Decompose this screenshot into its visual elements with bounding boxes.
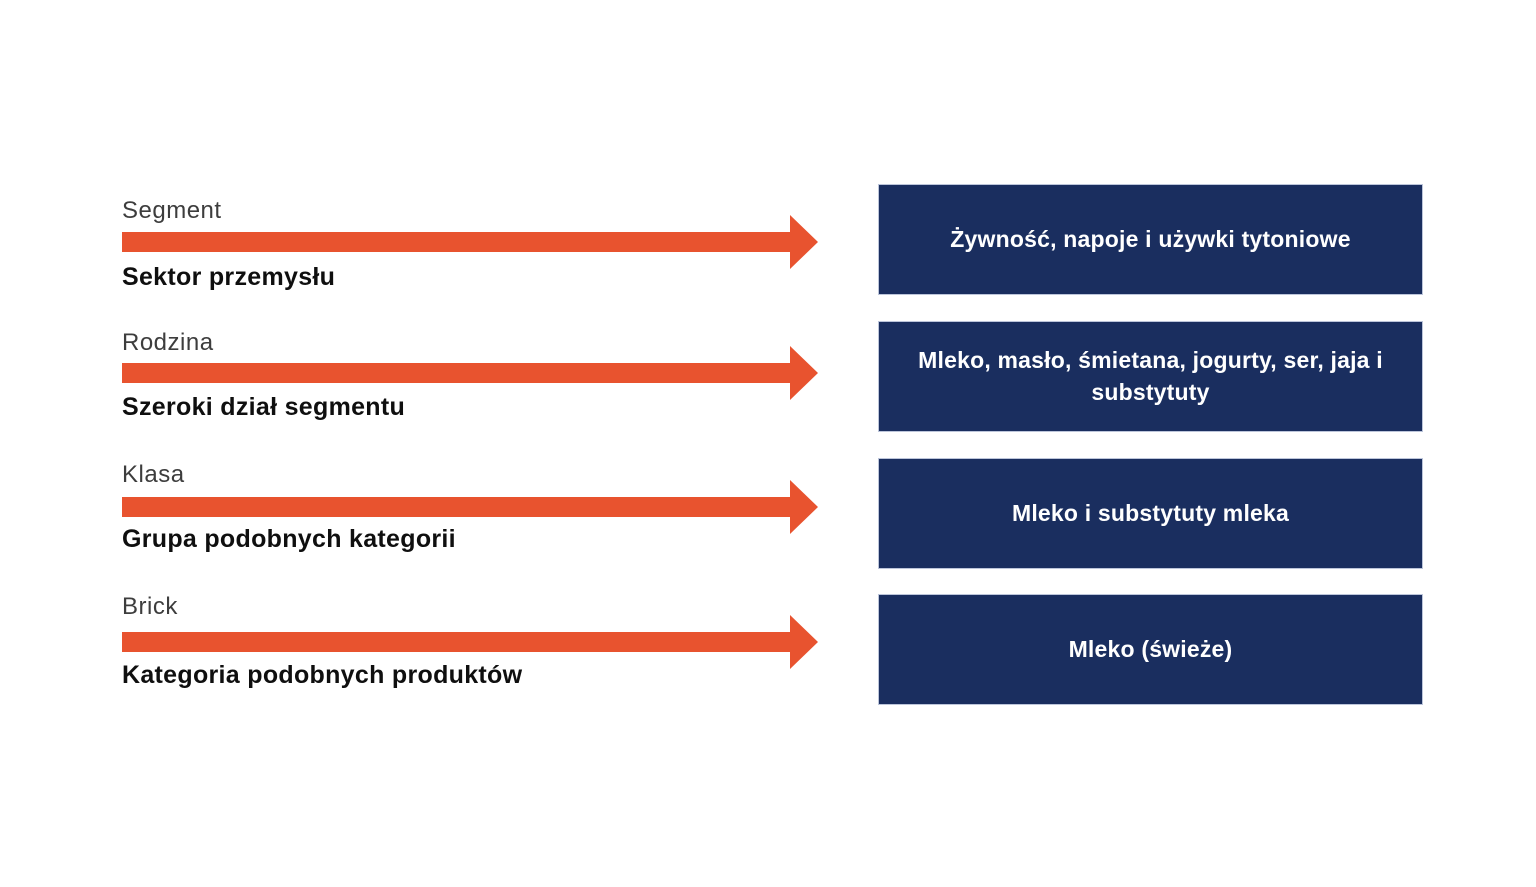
arrow-head — [790, 615, 818, 669]
arrow-head — [790, 346, 818, 400]
arrow-head — [790, 215, 818, 269]
level-definition-label: Grupa podobnych kategorii — [122, 525, 456, 553]
level-example-box: Mleko i substytuty mleka — [878, 458, 1423, 569]
right-arrow-icon — [122, 615, 818, 669]
right-arrow-icon — [122, 215, 818, 269]
level-example-box: Żywność, napoje i używki tytoniowe — [878, 184, 1423, 295]
right-arrow-icon — [122, 480, 818, 534]
level-example-box: Mleko, masło, śmietana, jogurty, ser, ja… — [878, 321, 1423, 432]
level-example-box: Mleko (świeże) — [878, 594, 1423, 705]
arrow-shaft — [122, 363, 790, 383]
arrow-shaft — [122, 232, 790, 252]
level-name-label: Brick — [122, 593, 178, 620]
level-name-label: Klasa — [122, 461, 185, 488]
level-example-text: Mleko (świeże) — [1068, 635, 1233, 662]
arrow-shaft — [122, 632, 790, 652]
level-name-label: Segment — [122, 197, 222, 224]
level-example-text: Mleko, masło, śmietana, jogurty, ser, ja… — [918, 347, 1383, 405]
level-example-text: Mleko i substytuty mleka — [1011, 499, 1290, 526]
level-definition-label: Sektor przemysłu — [122, 263, 336, 291]
arrow-head — [790, 480, 818, 534]
level-definition-label: Szeroki dział segmentu — [122, 393, 406, 421]
arrow-shaft — [122, 497, 790, 517]
level-definition-label: Kategoria podobnych produktów — [122, 661, 523, 689]
right-arrow-icon — [122, 346, 818, 400]
level-example-text: Żywność, napoje i używki tytoniowe — [950, 225, 1351, 252]
level-name-label: Rodzina — [122, 329, 214, 356]
